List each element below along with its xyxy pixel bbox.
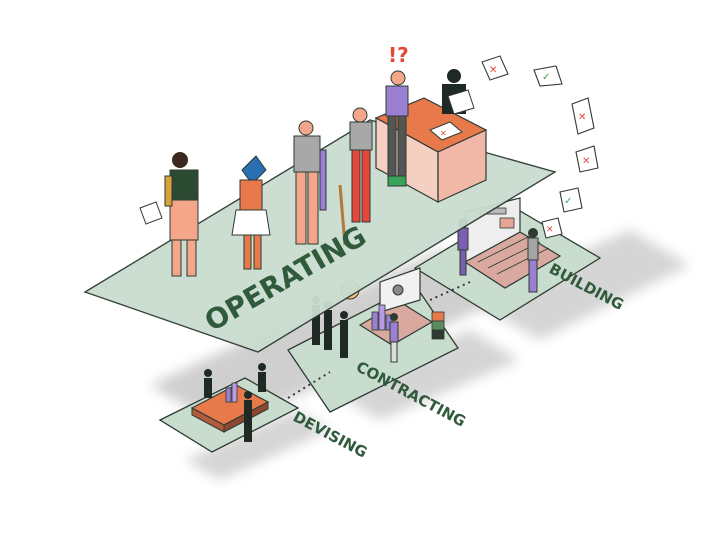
person-figure xyxy=(442,69,475,115)
svg-text:✕: ✕ xyxy=(546,225,554,235)
person-figure xyxy=(231,155,271,270)
reject-document-icon: ✕ xyxy=(541,217,563,239)
reject-document-icon xyxy=(447,89,475,115)
person-figure xyxy=(389,313,399,363)
person-figure xyxy=(385,70,409,187)
person-figure xyxy=(204,363,266,442)
dotted-connector xyxy=(287,281,471,399)
reject-document-icon: ✕ xyxy=(481,55,509,81)
svg-text:✕: ✕ xyxy=(582,156,590,167)
approve-document-icon: ✓ xyxy=(533,65,563,87)
person-figure xyxy=(349,107,373,223)
reject-document-icon xyxy=(139,201,163,225)
operating-plate: ✕ xyxy=(83,43,557,353)
svg-text:✕: ✕ xyxy=(578,112,586,123)
person-figure xyxy=(139,152,199,277)
person-figure xyxy=(527,228,539,293)
svg-text:✓: ✓ xyxy=(542,72,550,83)
person-figure xyxy=(293,120,347,246)
approve-document-icon: ✓ xyxy=(559,187,583,213)
stacked-blocks-icon xyxy=(431,311,445,340)
svg-text:✓: ✓ xyxy=(564,196,572,207)
svg-text:✕: ✕ xyxy=(489,65,497,76)
reject-document-icon: ✕ xyxy=(571,97,595,135)
svg-text:✕: ✕ xyxy=(440,129,447,138)
bar-chart-icon xyxy=(225,382,238,403)
exclamation-mark: !? xyxy=(388,43,409,67)
floating-documents: ✕ ✓ ✕ ✕ ✓ ✕ xyxy=(481,55,599,239)
reject-document-icon: ✕ xyxy=(575,145,599,173)
reject-document-icon: ✕ xyxy=(429,121,463,141)
